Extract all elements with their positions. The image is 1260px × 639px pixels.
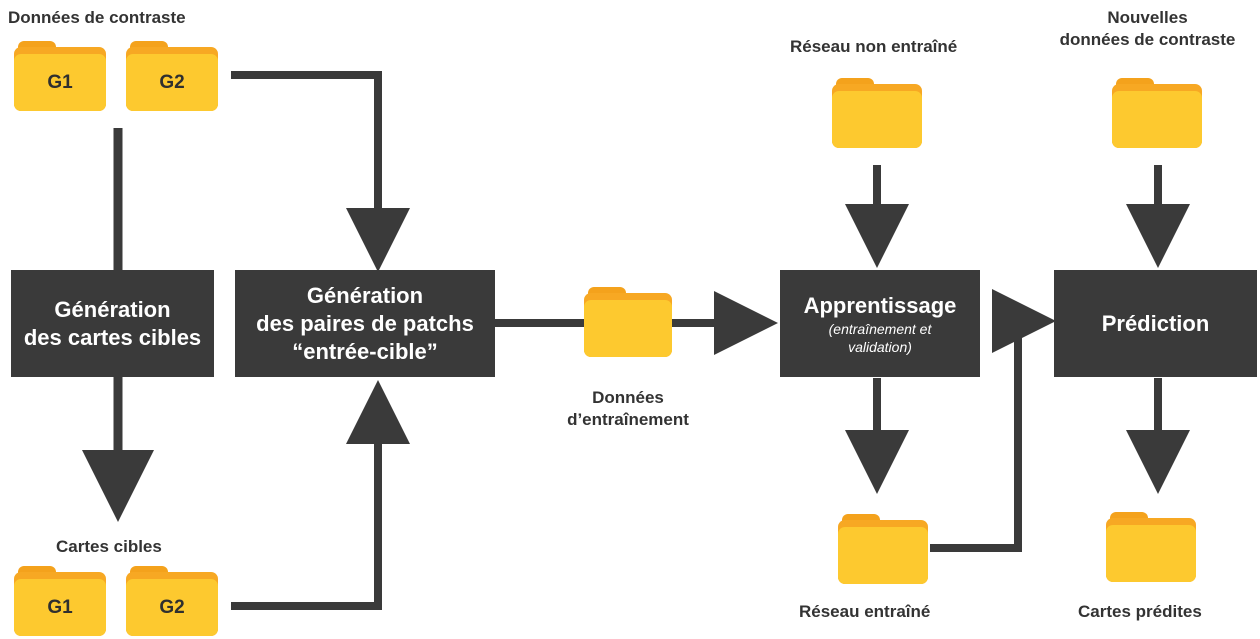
arrow-contrast-g2-to-patch-gen — [231, 71, 410, 272]
box-title-line: des cartes cibles — [23, 324, 202, 350]
label-line: Nouvelles — [1107, 8, 1188, 27]
label-training-data: Données d’entraînement — [548, 387, 708, 431]
folder-target-g2: G2 — [126, 566, 218, 636]
folder-trained-network — [838, 514, 928, 584]
box-subtitle-line: (entraînement et — [828, 320, 932, 337]
label-line: données de contraste — [1059, 30, 1236, 49]
folder-label: G2 — [126, 54, 218, 111]
label-predicted-maps: Cartes prédites — [1078, 602, 1202, 621]
label-trained-network: Réseau entraîné — [799, 602, 931, 621]
folder-label: G2 — [126, 579, 218, 636]
label-target-maps: Cartes cibles — [56, 537, 162, 556]
box-target-map-generation: Génération des cartes cibles — [11, 270, 214, 377]
folder-training-data — [584, 287, 672, 357]
folder-label: G1 — [14, 54, 106, 111]
label-untrained-network: Réseau non entraîné — [790, 37, 958, 56]
label-line: d’entraînement — [567, 410, 689, 429]
box-prediction: Prédiction — [1054, 270, 1257, 377]
folder-label: G1 — [14, 579, 106, 636]
box-title-line: Génération — [306, 282, 424, 308]
folder-new-contrast-data — [1112, 78, 1202, 148]
box-title: Apprentissage — [803, 292, 957, 318]
box-title: Prédiction — [1101, 310, 1210, 336]
box-learning: Apprentissage (entraînement et validatio… — [780, 270, 980, 377]
label-line: Données — [592, 388, 664, 407]
folder-predicted-maps — [1106, 512, 1196, 582]
folder-target-g1: G1 — [14, 566, 106, 636]
arrow-target-g2-to-patch-gen — [231, 380, 410, 610]
box-subtitle-line: validation) — [848, 338, 912, 355]
folder-contrast-g2: G2 — [126, 41, 218, 111]
box-title-line: Génération — [54, 296, 171, 322]
box-title-line: “entrée-cible” — [292, 338, 438, 364]
folder-contrast-g1: G1 — [14, 41, 106, 111]
label-new-contrast-data: Nouvelles données de contraste — [1040, 7, 1255, 51]
box-patch-pair-generation: Génération des paires de patchs “entrée-… — [235, 270, 495, 377]
label-contrast-data: Données de contraste — [8, 8, 186, 27]
folder-untrained-network — [832, 78, 922, 148]
arrow-trained-to-prediction — [930, 289, 1056, 552]
box-title-line: des paires de patchs — [256, 310, 474, 336]
